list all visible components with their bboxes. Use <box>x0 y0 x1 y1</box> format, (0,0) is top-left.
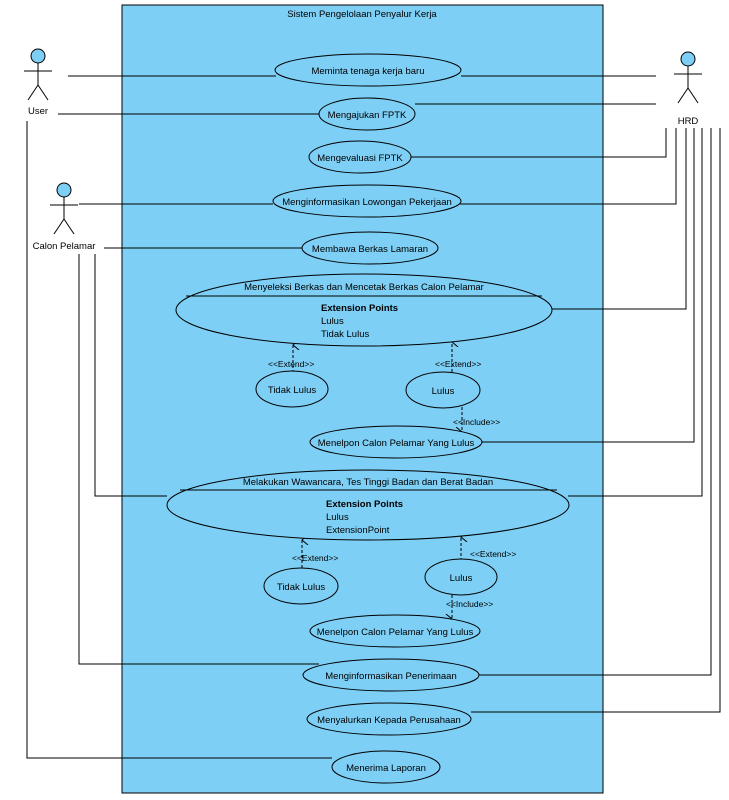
extend-label-2: <<Extend>> <box>435 359 481 369</box>
uc6-ext1: Lulus <box>321 316 344 327</box>
uc6-ext-title: Extension Points <box>321 303 398 314</box>
usecase-mengevaluasi-fptk[interactable] <box>308 140 412 174</box>
uc14-label: Menginformasikan Penerimaan <box>325 671 456 682</box>
uc13-label: Menelpon Calon Pelamar Yang Lulus <box>317 627 474 638</box>
extend-label-1: <<Extend>> <box>268 359 314 369</box>
usecase-menyalurkan[interactable] <box>306 702 472 736</box>
uc6-ext2: Tidak Lulus <box>321 329 369 340</box>
usecase-tidak-lulus-1[interactable] <box>255 370 329 408</box>
usecase-labels: Meminta tenaga kerja baru Mengajukan FPT… <box>243 66 493 774</box>
usecase-menyeleksi-berkas[interactable] <box>175 273 553 347</box>
uc4-label: Menginformasikan Lowongan Pekerjaan <box>282 197 452 208</box>
system-title: Sistem Pengelolaan Penyalur Kerja <box>287 9 437 20</box>
usecase-menerima-laporan[interactable] <box>331 750 441 784</box>
usecase-lulus-2[interactable] <box>424 558 498 596</box>
usecase-wawancara[interactable] <box>166 469 570 541</box>
actor-hrd-label: HRD <box>678 116 699 127</box>
association-lines <box>26 75 721 759</box>
uc7-label: Tidak Lulus <box>268 385 316 396</box>
uc3-label: Mengevaluasi FPTK <box>317 153 403 164</box>
actor-hrd[interactable] <box>674 51 702 104</box>
uc10-ext-title: Extension Points <box>326 499 403 510</box>
usecase-mengajukan-fptk[interactable] <box>318 97 416 131</box>
uc1-label: Meminta tenaga kerja baru <box>311 66 424 77</box>
include-label-1: <<Include>> <box>453 417 500 427</box>
extend-label-4: <<Extend>> <box>470 549 516 559</box>
relationship-labels: <<Extend>> <<Extend>> <<Include>> <<Exte… <box>268 359 516 609</box>
actor-user-label: User <box>28 106 48 117</box>
uc11-label: Tidak Lulus <box>277 582 325 593</box>
usecase-membawa-berkas[interactable] <box>301 231 439 265</box>
uc8-label: Lulus <box>432 386 455 397</box>
extend-label-3: <<Extend>> <box>292 553 338 563</box>
actor-calon-pelamar-label: Calon Pelamar <box>33 241 96 252</box>
uc10-ext1: Lulus <box>326 512 349 523</box>
actor-calon-pelamar[interactable] <box>50 182 78 235</box>
dependency-lines <box>293 342 462 619</box>
actor-user[interactable] <box>24 48 52 101</box>
usecase-menelpon-2[interactable] <box>309 614 481 648</box>
uc16-label: Menerima Laporan <box>346 763 426 774</box>
actor-head <box>56 182 72 198</box>
actor-head <box>30 48 46 64</box>
uc12-label: Lulus <box>450 573 473 584</box>
actor-head <box>680 51 696 67</box>
uc10-label: Melakukan Wawancara, Tes Tinggi Badan da… <box>243 477 493 488</box>
usecase-meminta-tenaga-kerja[interactable] <box>274 53 462 87</box>
usecase-lulus-1[interactable] <box>405 371 481 409</box>
usecase-menelpon-1[interactable] <box>309 425 483 459</box>
uc15-label: Menyalurkan Kepada Perusahaan <box>317 715 461 726</box>
uc6-label: Menyeleksi Berkas dan Mencetak Berkas Ca… <box>244 282 484 293</box>
usecase-separators <box>180 295 557 491</box>
uc9-label: Menelpon Calon Pelamar Yang Lulus <box>318 438 475 449</box>
usecase-menginformasikan-lowongan[interactable] <box>272 184 462 218</box>
uc10-ext2: ExtensionPoint <box>326 525 390 536</box>
usecase-menginformasikan-penerimaan[interactable] <box>302 658 480 692</box>
uc5-label: Membawa Berkas Lamaran <box>312 244 428 255</box>
uc2-label: Mengajukan FPTK <box>328 110 407 121</box>
usecase-tidak-lulus-2[interactable] <box>263 567 339 605</box>
include-label-2: <<Include>> <box>446 599 493 609</box>
